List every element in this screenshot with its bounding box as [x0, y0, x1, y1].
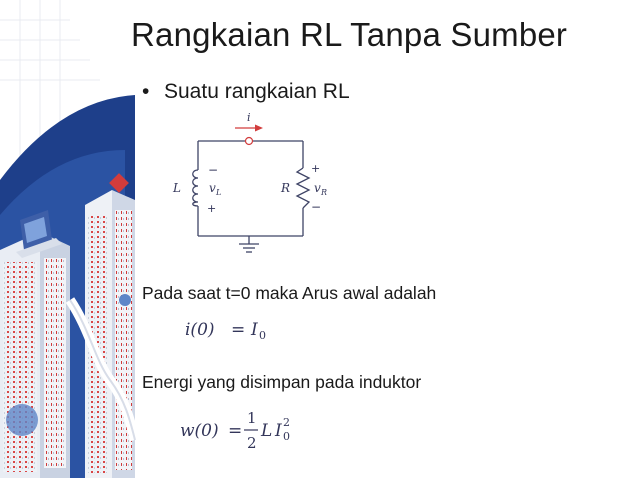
eq1-rhs-var: I — [250, 320, 258, 340]
inductor-voltage-sub: L — [215, 188, 221, 197]
slide-title: Rangkaian RL Tanpa Sumber — [131, 16, 568, 53]
current-label: i — [247, 111, 251, 124]
inductor-minus: − — [208, 163, 218, 177]
resistor-label: R — [280, 181, 290, 195]
rl-circuit-diagram: i L − v L + R + v R − — [172, 111, 327, 253]
eq2-lhs: w(0) — [180, 421, 219, 441]
decorative-building-illustration — [0, 0, 140, 478]
current-arrow-icon — [235, 124, 263, 132]
resistor-icon — [295, 167, 311, 209]
eq2-sub: 0 — [283, 430, 290, 443]
eq2-equals: = — [228, 421, 242, 441]
initial-current-text: Pada saat t=0 maka Arus awal adalah — [142, 283, 437, 303]
inductor-plus: + — [207, 202, 216, 215]
eq2-sup: 2 — [283, 416, 290, 429]
energy-text: Energi yang disimpan pada induktor — [142, 372, 422, 392]
bullet-text: Suatu rangkaian RL — [164, 80, 350, 103]
bullet-dot-icon: • — [142, 80, 150, 103]
eq2-var-L: L — [260, 421, 272, 441]
resistor-plus: + — [311, 162, 320, 175]
eq1-equals: = — [231, 320, 245, 340]
eq2-frac-den: 2 — [247, 434, 257, 452]
resistor-voltage-label: v — [314, 181, 321, 195]
inductor-label: L — [172, 181, 181, 195]
resistor-voltage-sub: R — [320, 188, 327, 197]
bullet-item: • Suatu rangkaian RL — [142, 80, 350, 104]
energy-equation: w(0) = 1 2 L I 2 0 — [180, 409, 290, 452]
inductor-icon — [192, 169, 199, 207]
resistor-minus: − — [311, 200, 321, 214]
eq2-var-I: I — [274, 421, 282, 441]
eq1-lhs: i(0) — [185, 320, 215, 340]
node-terminal-icon — [244, 136, 254, 146]
eq1-rhs-sub: 0 — [259, 329, 266, 342]
initial-current-equation: i(0) = I 0 — [185, 320, 266, 342]
inductor-voltage-label: v — [209, 181, 216, 195]
eq2-frac-num: 1 — [247, 409, 257, 427]
